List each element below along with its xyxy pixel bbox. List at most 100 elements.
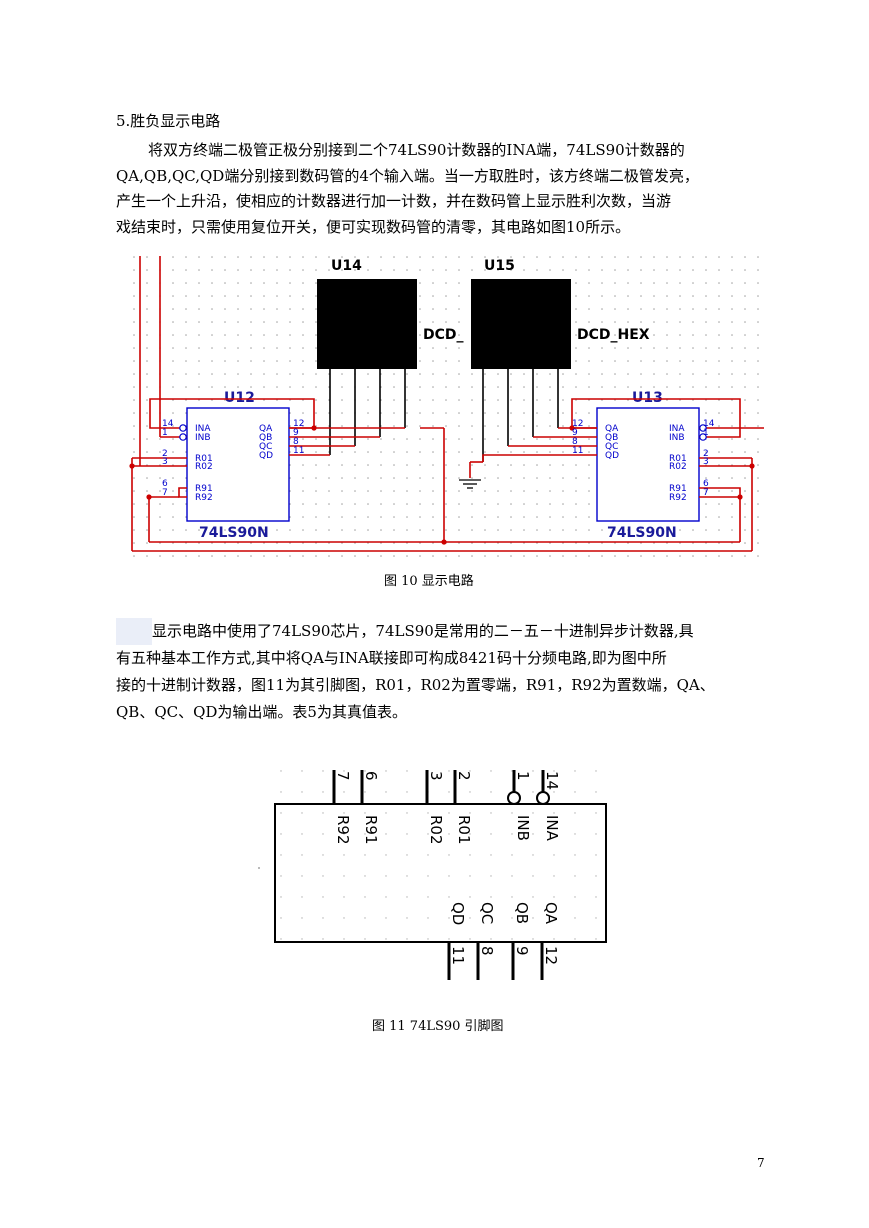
stray-dot bbox=[258, 867, 260, 869]
pin-name: QD bbox=[605, 451, 619, 461]
display-legs bbox=[329, 369, 559, 462]
u14-part: DCD_ bbox=[423, 327, 464, 343]
pin-number: 12 bbox=[293, 419, 304, 429]
page-number: 7 bbox=[757, 1156, 765, 1170]
pin-name: QB bbox=[513, 902, 531, 924]
pin-number: 6 bbox=[162, 479, 168, 489]
pin-name: QB bbox=[605, 433, 618, 443]
pin-number: 7 bbox=[162, 488, 168, 498]
pin-number: 2 bbox=[703, 449, 709, 459]
input-bubbles bbox=[179, 424, 707, 441]
pin-name: R01 bbox=[669, 454, 687, 464]
pin-number: 1 bbox=[514, 771, 532, 781]
pin-number: 12 bbox=[542, 946, 560, 965]
pin-number: 3 bbox=[703, 457, 709, 467]
section-heading: 5.胜负显示电路 bbox=[116, 112, 221, 130]
paragraph-2-line: QB、QC、QD为输出端。表5为其真值表。 bbox=[116, 703, 407, 721]
pin-number: 11 bbox=[293, 446, 304, 456]
pin-number: 8 bbox=[572, 437, 578, 447]
ground-icon bbox=[459, 479, 481, 489]
pin-name: R02 bbox=[427, 815, 445, 845]
pin-name: QD bbox=[449, 902, 467, 925]
pin-name: R02 bbox=[195, 462, 213, 472]
pin-number: 7 bbox=[334, 771, 352, 781]
pin-name: R02 bbox=[669, 462, 687, 472]
pin-number: 14 bbox=[703, 419, 715, 429]
pin-number: 2 bbox=[455, 771, 473, 781]
pin-name: INB bbox=[514, 815, 532, 841]
u12-label: U12 bbox=[224, 390, 255, 406]
figure-10-caption: 图 10 显示电路 bbox=[384, 574, 474, 589]
u14-label: U14 bbox=[331, 258, 362, 274]
pin-name: QB bbox=[259, 433, 272, 443]
pin-name: R92 bbox=[669, 493, 687, 503]
paragraph-2-line: 接的十进制计数器，图11为其引脚图，R01，R02为置零端，R91，R92为置数… bbox=[116, 676, 715, 694]
pin-name: QC bbox=[605, 442, 618, 452]
paragraph-1: 将双方终端二极管正极分别接到二个74LS90计数器的INA端，74LS90计数器… bbox=[116, 138, 776, 240]
pin-number: 7 bbox=[703, 488, 709, 498]
u15-label: U15 bbox=[484, 258, 515, 274]
pin-number: 6 bbox=[703, 479, 709, 489]
pin-number: 1 bbox=[162, 428, 168, 438]
pin-name: R92 bbox=[334, 815, 352, 845]
pin-number: 3 bbox=[427, 771, 445, 781]
inverting-bubble bbox=[507, 791, 521, 805]
pin-number: 8 bbox=[293, 437, 299, 447]
pin-name: QA bbox=[605, 424, 619, 434]
pin-number: 14 bbox=[162, 419, 174, 429]
paragraph-1-line: 将双方终端二极管正极分别接到二个74LS90计数器的INA端，74LS90计数器… bbox=[148, 141, 685, 159]
pin-name: R91 bbox=[669, 484, 687, 494]
pin-name: INA bbox=[669, 424, 685, 434]
pin-name: QC bbox=[478, 902, 496, 924]
pin-name: INB bbox=[195, 433, 211, 443]
pin-number: 1 bbox=[703, 428, 709, 438]
pin-name: R01 bbox=[195, 454, 213, 464]
paragraph-1-line: QA,QB,QC,QD端分别接到数码管的4个输入端。当一方取胜时，该方终端二极管… bbox=[116, 166, 699, 185]
u15-display bbox=[471, 279, 571, 369]
pin-number: 3 bbox=[162, 457, 168, 467]
pin-name: R91 bbox=[195, 484, 213, 494]
pin-number: 9 bbox=[293, 428, 299, 438]
u12-part: 74LS90N bbox=[199, 525, 269, 541]
pin-number: 11 bbox=[449, 946, 467, 965]
pin-number: 12 bbox=[572, 419, 583, 429]
paragraph-2: 显示电路中使用了74LS90芯片，74LS90是常用的二－五－十进制异步计数器,… bbox=[116, 618, 776, 726]
u15-part: DCD_HEX bbox=[577, 327, 650, 343]
pin-number: 9 bbox=[572, 428, 578, 438]
paragraph-2-line: 显示电路中使用了74LS90芯片，74LS90是常用的二－五－十进制异步计数器,… bbox=[116, 618, 776, 645]
figure-11-caption: 图 11 74LS90 引脚图 bbox=[372, 1019, 504, 1034]
figure-10: U14 U15 DCD_ DCD_HEX U12 U13 74LS90N 74L… bbox=[129, 256, 764, 552]
paragraph-2-line: 有五种基本工作方式,其中将QA与INA联接即可构成8421码十分频电路,即为图中… bbox=[116, 649, 667, 667]
pin-name: R01 bbox=[455, 815, 473, 845]
pin-number: 8 bbox=[478, 946, 496, 956]
pin-name: INA bbox=[543, 815, 561, 842]
pin-number: 14 bbox=[543, 771, 561, 790]
fig11-grid bbox=[275, 770, 605, 942]
paragraph-1-line: 产生一个上升沿，使相应的计数器进行加一计数，并在数码管上显示胜利次数，当游 bbox=[116, 192, 672, 210]
u13-chip bbox=[596, 407, 700, 522]
pin-number: 6 bbox=[362, 771, 380, 781]
pin-name: INB bbox=[669, 433, 685, 443]
u13-label: U13 bbox=[632, 390, 663, 406]
pin-number: 2 bbox=[162, 449, 168, 459]
pin-name: QA bbox=[259, 424, 273, 434]
pin-number: 11 bbox=[572, 446, 583, 456]
wiring bbox=[131, 256, 764, 552]
pin-name: R91 bbox=[362, 815, 380, 845]
u12-chip bbox=[186, 407, 290, 522]
pin-name: QA bbox=[542, 902, 560, 925]
inverting-bubble bbox=[536, 791, 550, 805]
pin-name: QD bbox=[259, 451, 273, 461]
pin-name: QC bbox=[259, 442, 272, 452]
junction-dots bbox=[129, 425, 755, 545]
u14-display bbox=[317, 279, 417, 369]
paragraph-1-line: 戏结束时，只需使用复位开关，便可实现数码管的清零，其电路如图10所示。 bbox=[116, 217, 631, 236]
pin-name: INA bbox=[195, 424, 211, 434]
u13-part: 74LS90N bbox=[607, 525, 677, 541]
